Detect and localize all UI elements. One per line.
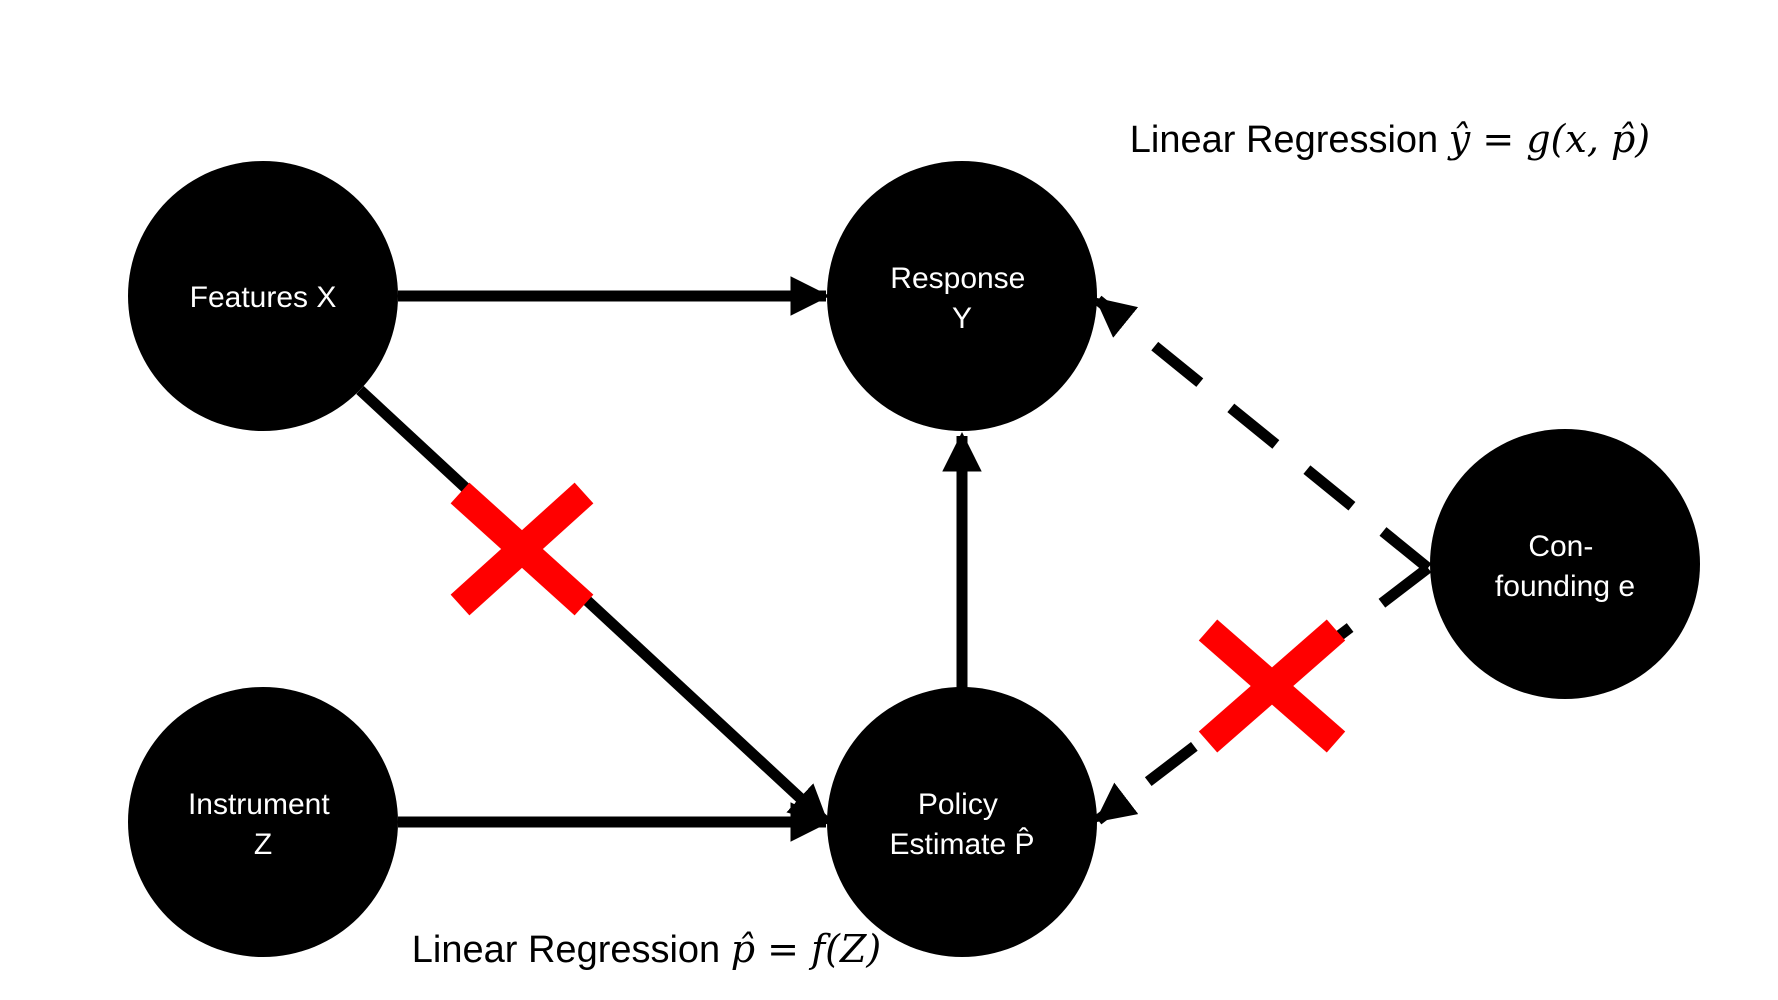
- node-instrument-circle: [128, 687, 398, 957]
- block-mark-stroke: [450, 482, 594, 616]
- node-features-label: Features X: [190, 281, 337, 314]
- node-instrument: Instrument Z: [128, 687, 398, 957]
- node-confounding-label-line2: founding e: [1495, 570, 1635, 603]
- node-instrument-label-line2: Z: [254, 828, 272, 861]
- node-policy: Policy Estimate P̂: [827, 687, 1097, 957]
- svg-text:Response Y: Response Y: [890, 262, 1033, 335]
- node-response-label-line1: Response: [890, 262, 1025, 295]
- caption-top-eq: =: [1470, 117, 1526, 161]
- svg-text:Con- founding e: Con- founding e: [1495, 530, 1635, 603]
- edge-features-to-policy: [356, 385, 830, 827]
- block-mark-features-policy: [450, 482, 594, 616]
- svg-text:Policy Estimate P̂: Policy Estimate P̂: [889, 788, 1034, 861]
- block-mark-confounding-policy: [1198, 619, 1346, 753]
- node-instrument-label-line1: Instrument: [188, 788, 330, 821]
- caption-bottom-eq: =: [755, 927, 811, 971]
- node-confounding-circle: [1430, 429, 1700, 699]
- node-policy-label-line1: Policy: [918, 788, 998, 821]
- node-policy-circle: [827, 687, 1097, 957]
- node-policy-label-line2: Estimate P̂: [889, 828, 1034, 861]
- caption-top-prefix: Linear Regression: [1130, 119, 1449, 161]
- node-features: Features X: [128, 161, 398, 431]
- caption-top: Linear Regression ŷ = g(x, p̂): [1077, 117, 1682, 161]
- node-confounding-label-line1: Con-: [1528, 530, 1593, 563]
- caption-bottom-rhs: f(Z): [808, 927, 881, 971]
- caption-bottom-lhs: p̂: [731, 927, 755, 971]
- node-response: Response Y: [827, 161, 1097, 431]
- caption-top-rhs: g(x, p̂): [1526, 117, 1650, 161]
- caption-bottom-prefix: Linear Regression: [412, 929, 731, 971]
- edge-confounding-to-response: [1094, 295, 1432, 573]
- node-response-label-line2: Y: [952, 302, 972, 335]
- svg-text:Features X: Features X: [190, 281, 337, 314]
- caption-top-lhs: ŷ: [1447, 117, 1471, 161]
- block-mark-stroke: [1198, 619, 1346, 753]
- svg-text:Instrument Z: Instrument Z: [188, 788, 338, 861]
- node-response-circle: [827, 161, 1097, 431]
- caption-bottom: Linear Regression p̂ = f(Z): [359, 927, 913, 971]
- node-confounding: Con- founding e: [1430, 429, 1700, 699]
- node-features-circle: [128, 161, 398, 431]
